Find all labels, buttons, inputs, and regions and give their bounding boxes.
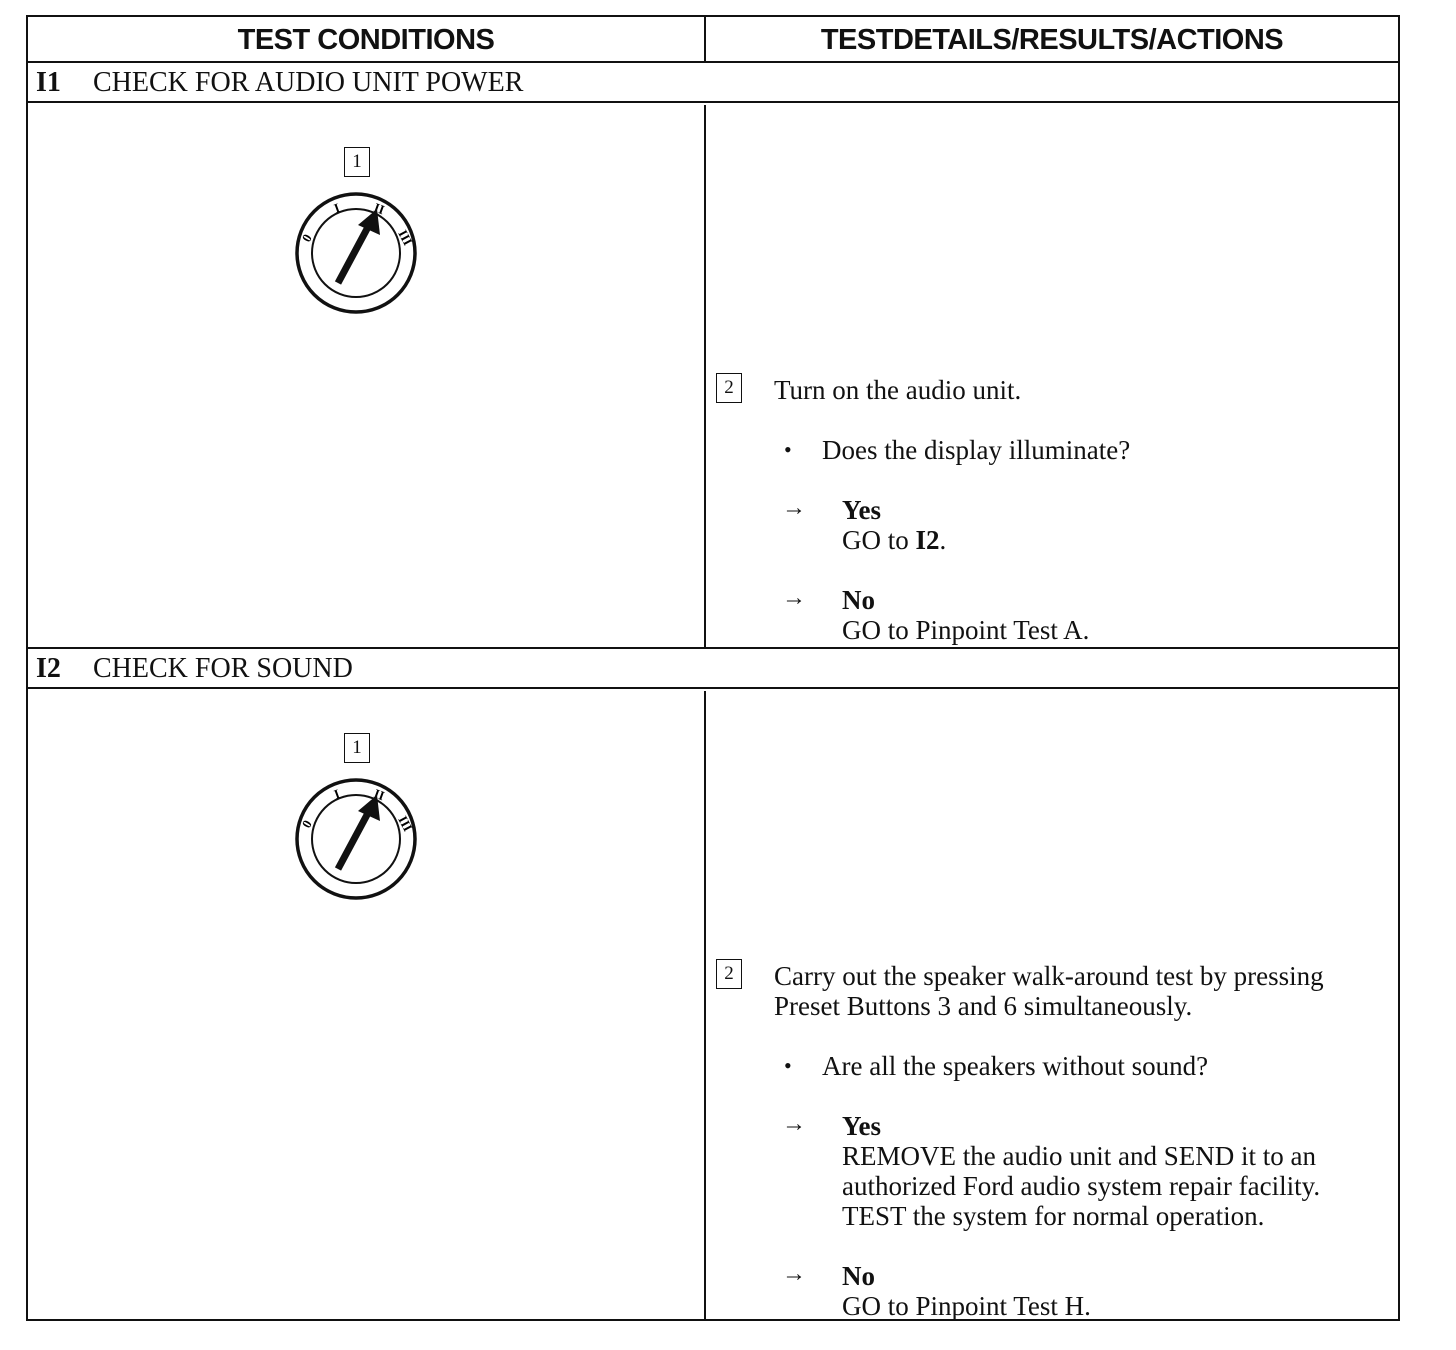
no-action: GO to Pinpoint Test A. — [842, 615, 1090, 645]
yes-action-line-3: TEST the system for normal operation. — [842, 1201, 1265, 1231]
no-label: No — [842, 1261, 875, 1291]
question-text: Are all the speakers without sound? — [822, 1051, 1209, 1081]
step-body-i1: 1 0 I II III 2 Turn on the audio unit. •… — [28, 105, 1398, 649]
bullet-icon: • — [784, 437, 792, 462]
arrow-icon: → — [782, 1261, 806, 1287]
yes-action: GO to I2. — [842, 525, 947, 555]
ignition-switch-icon: 0 I II III — [295, 192, 417, 314]
switch-label-1: I — [332, 200, 342, 216]
question-text: Does the display illuminate? — [822, 435, 1131, 465]
step-ref-i2: I2 — [915, 525, 940, 555]
bullet-icon: • — [784, 1053, 792, 1078]
step-number-box: 2 — [716, 373, 742, 403]
step-id: I2 — [36, 653, 61, 684]
yes-action-line-2: authorized Ford audio system repair faci… — [842, 1171, 1321, 1201]
header-test-details: TESTDETAILS/RESULTS/ACTIONS — [820, 24, 1284, 56]
yes-action-line-1: REMOVE the audio unit and SEND it to an — [842, 1141, 1316, 1171]
step-id: I1 — [36, 67, 61, 98]
instruction-line-2: Preset Buttons 3 and 6 simultaneously. — [774, 991, 1193, 1021]
test-conditions-cell: 1 0 I II III — [28, 691, 706, 1321]
instruction-line-1: Carry out the speaker walk-around test b… — [774, 961, 1324, 991]
step-title: CHECK FOR AUDIO UNIT POWER — [93, 67, 524, 98]
instruction-text: Turn on the audio unit. — [774, 375, 1022, 405]
no-action: GO to Pinpoint Test H. — [842, 1291, 1091, 1321]
yes-label: Yes — [842, 1111, 881, 1141]
step-title: CHECK FOR SOUND — [93, 653, 353, 684]
arrow-icon: → — [782, 1111, 806, 1137]
step-title-i1: I1 CHECK FOR AUDIO UNIT POWER — [28, 63, 1398, 103]
table-header: TEST CONDITIONS TESTDETAILS/RESULTS/ACTI… — [28, 17, 1398, 63]
test-conditions-cell: 1 0 I II III — [28, 105, 706, 647]
arrow-icon: → — [782, 495, 806, 521]
step-body-i2: 1 0 I II III 2 Carry out the speaker wal… — [28, 691, 1398, 1321]
step-number-box: 2 — [716, 959, 742, 989]
step-number-box: 1 — [344, 733, 370, 763]
arrow-icon: → — [782, 585, 806, 611]
diagnostic-table: TEST CONDITIONS TESTDETAILS/RESULTS/ACTI… — [26, 15, 1400, 1321]
yes-label: Yes — [842, 495, 881, 525]
no-label: No — [842, 585, 875, 615]
header-test-conditions: TEST CONDITIONS — [28, 17, 706, 61]
test-details-cell: 2 Carry out the speaker walk-around test… — [706, 691, 1398, 1321]
switch-label-3: III — [395, 813, 415, 833]
switch-label-3: III — [395, 227, 415, 247]
test-details-cell: 2 Turn on the audio unit. • Does the dis… — [706, 105, 1398, 647]
switch-label-1: I — [332, 786, 342, 802]
ignition-switch-icon: 0 I II III — [295, 778, 417, 900]
step-number-box: 1 — [344, 147, 370, 177]
step-title-i2: I2 CHECK FOR SOUND — [28, 649, 1398, 689]
